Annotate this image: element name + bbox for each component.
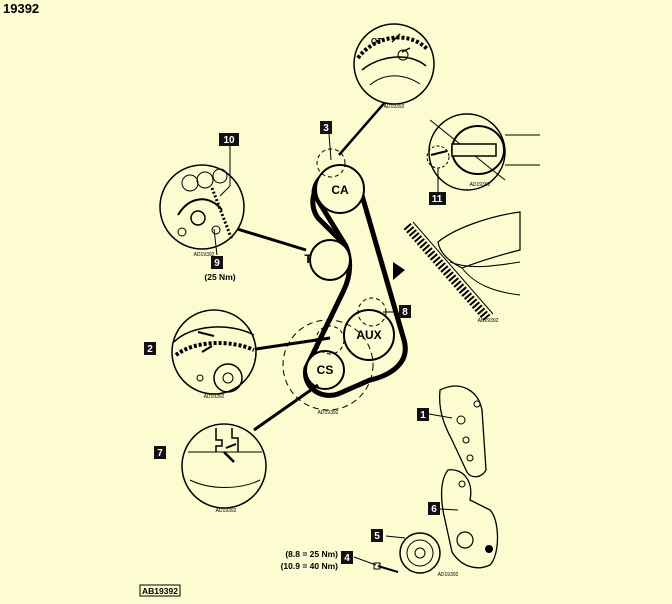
tag-9: 9 bbox=[211, 256, 223, 269]
tag-11: 11 bbox=[429, 192, 446, 205]
tag-5: 5 bbox=[371, 529, 383, 542]
belt-layout: CA T AUX CS AD19392 bbox=[282, 148, 408, 416]
timing-mark-text: OT bbox=[371, 37, 382, 46]
camshaft-mark-detail: OT AD19392 bbox=[353, 23, 435, 110]
svg-text:6: 6 bbox=[431, 504, 437, 515]
tensioner-detail-ref: AD19392 bbox=[194, 252, 215, 258]
tag-4: 4 bbox=[341, 551, 353, 564]
crankshaft-zone-ref: AD19392 bbox=[318, 410, 339, 416]
svg-text:4: 4 bbox=[344, 553, 350, 564]
svg-text:10: 10 bbox=[223, 135, 235, 146]
auxiliary-label: AUX bbox=[356, 328, 381, 342]
tag-8: 8 bbox=[399, 305, 411, 318]
camshaft-mark-zone bbox=[316, 148, 346, 178]
svg-text:9: 9 bbox=[214, 258, 220, 269]
crank-bolt-torque-8-8: (8.8 = 25 Nm) bbox=[285, 549, 338, 559]
crank-bolt-torque-10-9: (10.9 = 40 Nm) bbox=[281, 561, 339, 571]
svg-text:8: 8 bbox=[402, 307, 408, 318]
svg-text:1: 1 bbox=[420, 410, 426, 421]
flywheel-mark-detail: AD19392 bbox=[171, 309, 257, 400]
camshaft-lock-ref: AD19392 bbox=[470, 182, 491, 188]
tag-1: 1 bbox=[417, 408, 429, 421]
leader-lines bbox=[233, 92, 398, 432]
crank-tooth-detail: AD19392 bbox=[181, 423, 267, 514]
svg-text:3: 3 bbox=[323, 123, 329, 134]
svg-text:2: 2 bbox=[147, 344, 153, 355]
tensioner-torque: (25 Nm) bbox=[204, 272, 235, 282]
document-number: 19392 bbox=[3, 1, 39, 16]
svg-text:11: 11 bbox=[432, 194, 443, 205]
footer-reference: AB19392 bbox=[139, 584, 181, 597]
assembly-ref: AD19392 bbox=[438, 572, 459, 578]
tag-2: 2 bbox=[144, 342, 156, 355]
tensioner-assembly-exploded: AD19392 bbox=[353, 385, 499, 578]
rotation-direction-arrow bbox=[393, 262, 405, 280]
tensioner-pulley: T bbox=[304, 239, 351, 281]
svg-text:7: 7 bbox=[157, 448, 163, 459]
auxiliary-pulley: AUX bbox=[343, 309, 395, 361]
tag-10: 10 bbox=[219, 133, 239, 146]
tag-3: 3 bbox=[320, 121, 332, 134]
camshaft-pulley: CA bbox=[315, 164, 365, 214]
tensioner-detail: AD19392 bbox=[159, 145, 245, 258]
crank-tooth-ref: AD19392 bbox=[216, 508, 237, 514]
belt-handling-ref: AD19392 bbox=[478, 318, 499, 324]
footer-ref-text: AB19392 bbox=[142, 586, 178, 596]
svg-text:5: 5 bbox=[374, 531, 380, 542]
tag-7: 7 bbox=[154, 446, 166, 459]
camshaft-lock-detail: AD19392 bbox=[426, 113, 540, 193]
belt-handling-detail: AD19392 bbox=[403, 211, 521, 324]
camshaft-label: CA bbox=[331, 183, 349, 197]
camshaft-detail-ref: AD19392 bbox=[384, 104, 405, 110]
crankshaft-pulley: CS bbox=[305, 350, 345, 390]
flywheel-detail-ref: AD19392 bbox=[204, 394, 225, 400]
tensioner-label: T bbox=[304, 252, 312, 266]
crankshaft-label: CS bbox=[317, 363, 334, 377]
tag-6: 6 bbox=[428, 502, 440, 515]
crankshaft-detail-zone bbox=[282, 319, 374, 411]
